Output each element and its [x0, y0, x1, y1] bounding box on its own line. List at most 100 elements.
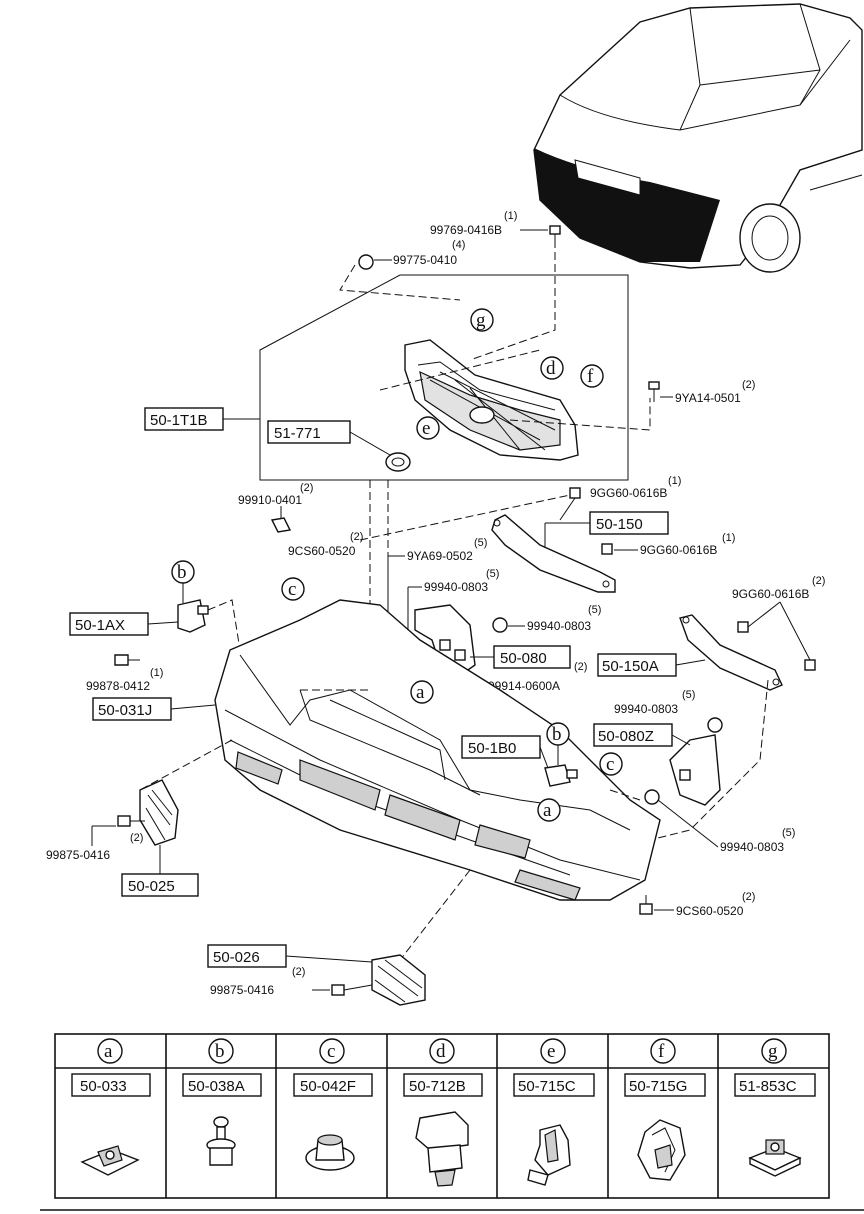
svg-text:a: a — [543, 800, 552, 821]
svg-text:c: c — [288, 579, 296, 600]
callout-99940-b: 99940-0803 — [527, 619, 591, 633]
screw-99875-b — [331, 984, 373, 996]
svg-text:50-150A: 50-150A — [602, 658, 659, 675]
nut-99940-d — [644, 789, 660, 805]
bracket-50-150a — [679, 614, 783, 691]
callout-9ya69-qty: (5) — [474, 537, 487, 549]
callout-99769-qty: (1) — [504, 210, 517, 222]
letter-f: f — [580, 364, 604, 388]
svg-text:50-150: 50-150 — [596, 516, 643, 533]
rivet-50-038a-icon — [206, 1116, 236, 1166]
svg-text:50-1T1B: 50-1T1B — [150, 412, 208, 429]
clip-99775 — [358, 254, 374, 270]
legend-part-number: 50-715C — [518, 1078, 576, 1095]
clip-50-715g-icon — [637, 1119, 686, 1181]
bracket-50-080 — [414, 604, 476, 673]
box-50-150a: 50-150A — [597, 653, 706, 677]
callout-99875-b: 99875-0416 — [210, 983, 274, 997]
callout-99875-b-qty: (2) — [292, 966, 305, 978]
screw-99769 — [549, 225, 561, 248]
callout-99940-d: 99940-0803 — [720, 840, 784, 854]
svg-text:d: d — [546, 358, 556, 379]
grille-assembly-frame — [259, 274, 629, 481]
clip-50-042f-icon — [305, 1134, 355, 1171]
legend-cell-c: c 50-042F — [293, 1038, 373, 1171]
legend-letter: f — [658, 1041, 665, 1062]
callout-99940-a: 99940-0803 — [424, 580, 488, 594]
svg-text:50-026: 50-026 — [213, 949, 260, 966]
letter-c1: c — [281, 577, 305, 601]
callout-99940-c-qty: (5) — [682, 689, 695, 701]
bolt-9gg60-a — [559, 487, 581, 521]
letter-b1: b — [171, 560, 195, 603]
legend-cell-a: a 50-033 — [71, 1038, 151, 1176]
letter-b2: b — [546, 722, 570, 765]
callout-99769: 99769-0416B — [430, 223, 502, 237]
box-50-1t1b: 50-1T1B — [144, 407, 260, 431]
callout-99775-qty: (4) — [452, 239, 465, 251]
callout-9cs60-b: 9CS60-0520 — [676, 904, 744, 918]
box-50-150: 50-150 — [544, 511, 669, 548]
legend-cell-d: d 50-712B — [403, 1038, 483, 1187]
legend-letter: b — [215, 1041, 225, 1062]
legend-part-number: 50-033 — [80, 1078, 127, 1095]
nut-99940-c — [707, 717, 723, 733]
svg-text:c: c — [606, 754, 614, 775]
letter-d: d — [540, 356, 564, 380]
fog-cover-50-026 — [371, 954, 426, 1006]
callout-99914: 99914-0600A — [488, 679, 560, 693]
svg-text:50-080Z: 50-080Z — [598, 728, 654, 745]
svg-text:a: a — [416, 682, 425, 703]
legend-part-number: 50-715G — [629, 1078, 687, 1095]
bracket-50-1b0 — [544, 764, 578, 787]
svg-text:50-025: 50-025 — [128, 878, 175, 895]
svg-text:e: e — [422, 418, 430, 439]
front-bumper — [214, 599, 661, 901]
callout-99940-a-qty: (5) — [486, 568, 499, 580]
svg-text:50-080: 50-080 — [500, 650, 547, 667]
box-50-1ax: 50-1AX — [69, 612, 179, 636]
clip-50-715c-icon — [527, 1124, 571, 1186]
box-50-026: 50-026 — [207, 944, 373, 968]
legend-letter: g — [768, 1041, 778, 1062]
letter-g: g — [470, 308, 494, 332]
svg-text:g: g — [476, 310, 486, 331]
letter-e: e — [416, 416, 440, 440]
callout-9gg60-c-qty: (2) — [812, 575, 825, 587]
fog-cover-50-025 — [139, 779, 179, 846]
bracket-50-080z — [669, 734, 721, 806]
callout-9gg60-b: 9GG60-0616B — [640, 543, 717, 557]
emblem — [385, 452, 411, 472]
car-front-illustration — [533, 3, 863, 273]
legend-letter: a — [104, 1041, 113, 1062]
callout-9ya14: 9YA14-0501 — [675, 391, 741, 405]
callout-99878-qty: (1) — [150, 667, 163, 679]
box-51-771: 51-771 — [267, 420, 391, 456]
callout-99775: 99775-0410 — [393, 253, 457, 267]
callout-9cs60-a-qty: (2) — [350, 531, 363, 543]
nut-99940-b — [492, 617, 508, 633]
screw-9cs60-b — [639, 895, 653, 915]
box-50-031j: 50-031J — [92, 697, 216, 721]
screw-99878 — [114, 654, 140, 666]
callout-9cs60-b-qty: (2) — [742, 891, 755, 903]
letter-c2: c — [599, 752, 623, 776]
svg-text:b: b — [552, 724, 562, 745]
box-50-1b0: 50-1B0 — [461, 735, 549, 769]
nut-51-853c-icon — [748, 1139, 802, 1177]
letter-a3: a — [537, 798, 561, 822]
legend-table — [54, 1033, 830, 1199]
svg-text:50-031J: 50-031J — [98, 702, 152, 719]
callout-9gg60-b-qty: (1) — [722, 532, 735, 544]
svg-text:50-1B0: 50-1B0 — [468, 740, 516, 757]
callout-9cs60-a: 9CS60-0520 — [288, 544, 356, 558]
clip-99910 — [270, 517, 292, 533]
letter-a2: a — [410, 680, 434, 704]
callout-9gg60-a: 9GG60-0616B — [590, 486, 667, 500]
svg-text:51-771: 51-771 — [274, 425, 321, 442]
legend-cell-f: f 50-715G — [624, 1038, 706, 1181]
legend-part-number: 50-042F — [300, 1078, 356, 1095]
legend-letter: d — [436, 1041, 446, 1062]
legend-letter: c — [327, 1041, 335, 1062]
